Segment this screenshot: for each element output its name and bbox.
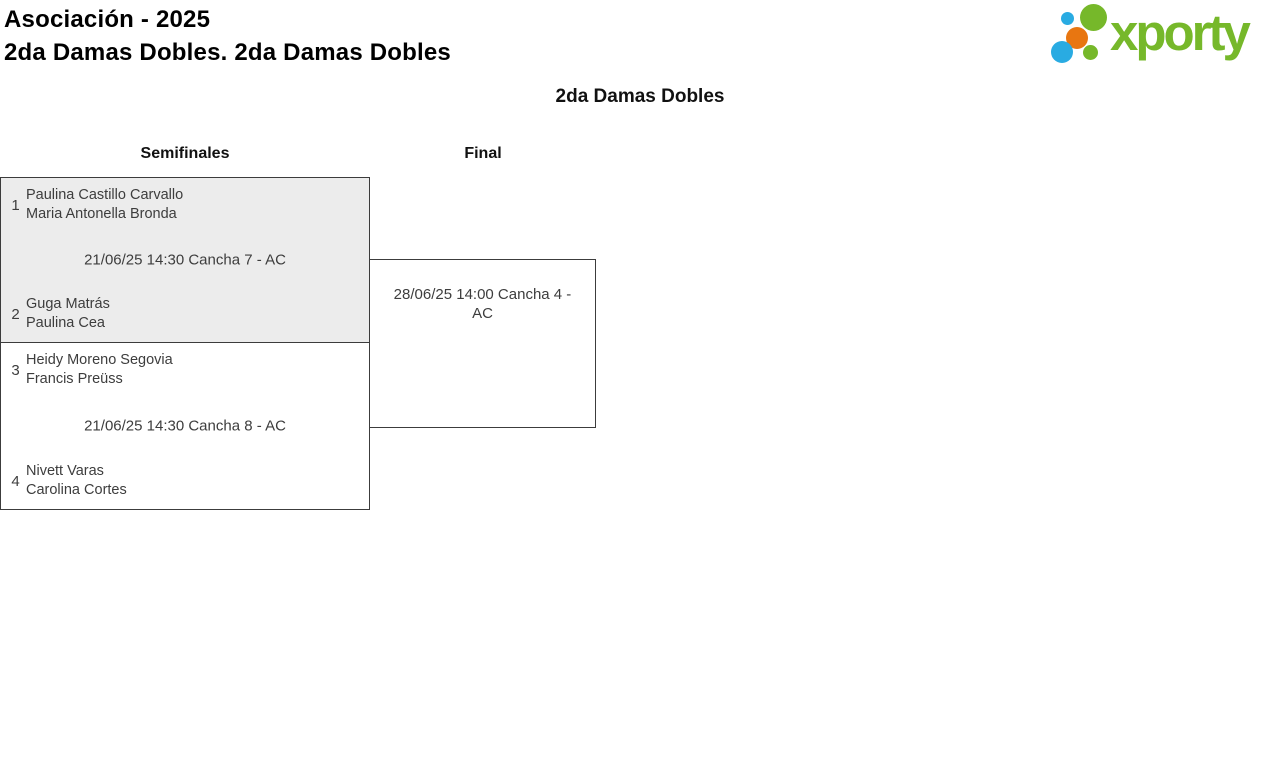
player-name: Carolina Cortes xyxy=(26,482,127,498)
round-label-semifinals: Semifinales xyxy=(140,145,230,162)
tournament-title: Asociación - 2025 xyxy=(4,6,211,33)
team-row-seed-1[interactable]: 1 Paulina Castillo Carvallo Maria Antone… xyxy=(1,186,369,224)
player-name: Francis Preüss xyxy=(26,371,123,387)
player-name: Paulina Cea xyxy=(26,315,105,331)
final-match[interactable]: 28/06/25 14:00 Cancha 4 - AC xyxy=(369,259,596,428)
logo-dot-green-large-icon xyxy=(1080,4,1107,31)
team-row-seed-3[interactable]: 3 Heidy Moreno Segovia Francis Preüss xyxy=(1,351,369,389)
logo-dot-blue-large-icon xyxy=(1051,41,1073,63)
team-seed: 2 xyxy=(11,305,20,323)
team-players: Guga Matrás Paulina Cea xyxy=(25,295,110,333)
logo-dot-blue-small-icon xyxy=(1061,12,1074,25)
player-name: Maria Antonella Bronda xyxy=(26,206,177,222)
player-name: Heidy Moreno Segovia xyxy=(26,352,173,368)
match-schedule: 21/06/25 14:30 Cancha 7 - AC xyxy=(84,251,286,269)
match-schedule: 21/06/25 14:30 Cancha 8 - AC xyxy=(84,417,286,435)
header-titles: Asociación - 2025 2da Damas Dobles. 2da … xyxy=(4,3,451,69)
final-match-schedule: 28/06/25 14:00 Cancha 4 - AC xyxy=(393,286,572,322)
team-row-seed-2[interactable]: 2 Guga Matrás Paulina Cea xyxy=(1,295,369,333)
logo-dot-orange-icon xyxy=(1066,27,1088,49)
team-seed: 4 xyxy=(11,472,20,490)
round-label-final: Final xyxy=(464,145,502,162)
team-players: Paulina Castillo Carvallo Maria Antonell… xyxy=(25,186,183,224)
bracket-category-title: 2da Damas Dobles xyxy=(555,86,725,107)
semifinal-match-1[interactable]: 1 Paulina Castillo Carvallo Maria Antone… xyxy=(0,177,370,343)
player-name: Guga Matrás xyxy=(26,296,110,312)
category-title: 2da Damas Dobles. 2da Damas Dobles xyxy=(4,39,451,66)
team-seed: 1 xyxy=(11,196,20,214)
team-players: Heidy Moreno Segovia Francis Preüss xyxy=(25,351,173,389)
logo-wordmark: xporty xyxy=(1110,4,1251,61)
player-name: Nivett Varas xyxy=(26,463,104,479)
team-players: Nivett Varas Carolina Cortes xyxy=(25,462,127,500)
team-row-seed-4[interactable]: 4 Nivett Varas Carolina Cortes xyxy=(1,462,369,500)
logo-dot-green-small-icon xyxy=(1083,45,1098,60)
team-seed: 3 xyxy=(11,361,20,379)
semifinal-match-2[interactable]: 3 Heidy Moreno Segovia Francis Preüss 21… xyxy=(0,342,370,510)
xporty-logo[interactable]: xporty xyxy=(1048,0,1280,75)
player-name: Paulina Castillo Carvallo xyxy=(26,187,184,203)
